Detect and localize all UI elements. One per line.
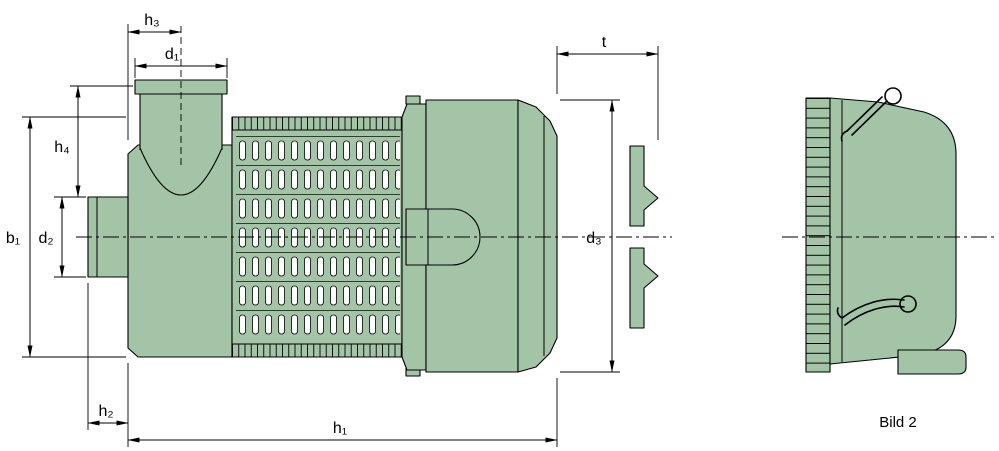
- end-cap-top-tab: [405, 95, 421, 105]
- wire-clip-bottom: [836, 295, 917, 326]
- wire-clip-top: [840, 87, 902, 142]
- clip-wire: [844, 305, 905, 326]
- clip-wire: [846, 96, 883, 132]
- dimension-label-h1: h₁: [333, 420, 347, 437]
- side-view-bild2: Bild 2: [782, 87, 996, 431]
- main-view: [76, 26, 672, 377]
- clip-hook: [836, 307, 843, 319]
- clip-hook: [840, 130, 848, 142]
- dimension-label-b1: b₁: [6, 230, 20, 247]
- clamp-bracket-upper: [629, 145, 659, 227]
- clip-loop: [884, 87, 902, 105]
- view-caption: Bild 2: [879, 414, 917, 431]
- dimension-label-h2: h₂: [98, 403, 113, 420]
- housing-body-end-view: [829, 97, 957, 365]
- dimension-d1: d₁: [134, 46, 228, 78]
- dimensions: h₃ d₁ h₄ b₁ d₂ h₂: [6, 12, 659, 447]
- dimension-label-d3: d₃: [586, 230, 601, 247]
- dimension-b1: b₁: [6, 116, 126, 358]
- clamp-bracket-lower: [629, 247, 659, 329]
- end-cap-cover: [517, 99, 558, 373]
- dimension-label-d2: d₂: [38, 230, 53, 247]
- dimension-h4: h₄: [54, 85, 133, 198]
- dimension-d3: d₃: [560, 99, 620, 373]
- mesh-bottom-comb: [232, 344, 402, 357]
- clip-wire: [851, 100, 888, 136]
- clamp-band-rungs: [806, 98, 830, 372]
- dimension-h3: h₃: [127, 12, 182, 140]
- dimension-label-t: t: [602, 34, 607, 51]
- dimension-h2: h₂: [87, 283, 129, 447]
- mesh-top-comb: [232, 117, 402, 130]
- dimension-label-h3: h₃: [144, 12, 159, 29]
- dimension-label-h4: h₄: [54, 139, 69, 156]
- dimension-t: t: [556, 34, 659, 140]
- inlet-pipe-dome: [139, 147, 223, 196]
- housing-foot: [897, 349, 967, 375]
- clip-wire: [841, 298, 905, 319]
- mesh-louver-grid: [236, 136, 400, 339]
- dimension-label-d1: d₁: [165, 46, 179, 63]
- dimension-h1: h₁: [127, 378, 558, 447]
- clip-loop: [899, 295, 917, 313]
- dimension-d2: d₂: [38, 196, 86, 278]
